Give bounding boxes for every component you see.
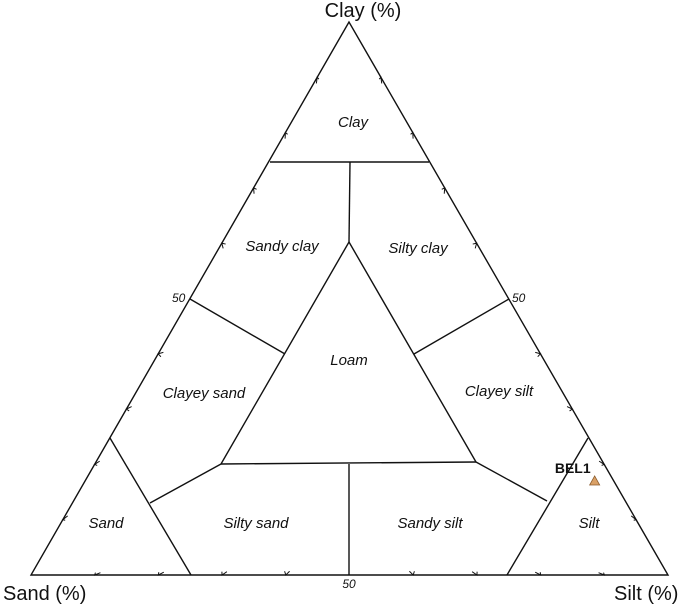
sample-marker [588,475,601,486]
region-boundaries [109,161,589,576]
tick-right-70 [566,406,574,412]
tick-right-30 [441,187,446,194]
boundary-loam-right [348,241,477,463]
boundary-loam-bottom [220,461,477,465]
tick-label-bottom-50: 50 [342,577,356,591]
tick-left-10 [61,515,69,521]
tick-bottom-60 [409,570,415,576]
tick-left-90 [315,76,320,84]
tick-bottom-80 [534,571,542,576]
region-label-silty-sand: Silty sand [223,515,289,532]
tick-label-left-50: 50 [172,291,186,305]
boundary-silt-corner [506,437,589,576]
region-label-sandy-clay: Sandy clay [245,238,320,255]
tick-right-90 [630,515,638,521]
boundary-lower-left [149,463,222,504]
boundary-clay-center [348,161,351,243]
region-label-sand: Sand [88,515,124,532]
boundary-left-50 [189,298,286,355]
tick-bottom-70 [471,571,478,576]
tick-right-80 [598,460,606,466]
tick-left-60 [221,242,226,249]
boundary-lower-right [475,461,548,502]
vertex-label-top: Clay (%) [325,0,402,22]
vertex-label-left: Sand (%) [3,583,86,605]
tick-label-right-50: 50 [512,291,526,305]
tick-left-70 [253,187,257,194]
vertex-label-right: Silt (%) [614,583,678,605]
tick-left-80 [284,131,288,139]
tick-right-60 [535,351,542,358]
sample-points: BEL1 [555,460,601,486]
region-label-silt: Silt [579,515,601,532]
tick-right-20 [410,131,414,139]
tick-bottom-30 [221,571,228,576]
tick-bottom-90 [598,572,606,576]
boundary-right-50 [413,298,510,355]
region-label-sandy-silt: Sandy silt [397,515,463,532]
tick-left-20 [93,460,100,466]
region-label-clayey-sand: Clayey sand [163,385,246,402]
tick-bottom-10 [93,572,101,576]
tick-left-30 [125,406,132,412]
sample-label: BEL1 [555,460,591,476]
tick-bottom-20 [157,571,165,576]
tick-left-40 [157,351,164,358]
tick-bottom-40 [284,570,290,576]
axis-ticks [61,76,638,576]
region-label-silty-clay: Silty clay [388,240,449,257]
boundary-sand-corner [109,437,192,576]
tick-right-40 [472,242,478,249]
region-label-loam: Loam [330,352,368,369]
region-label-clay: Clay [338,114,370,131]
tick-right-10 [378,76,383,84]
boundary-loam-left [220,241,350,465]
region-label-clayey-silt: Clayey silt [465,383,534,400]
